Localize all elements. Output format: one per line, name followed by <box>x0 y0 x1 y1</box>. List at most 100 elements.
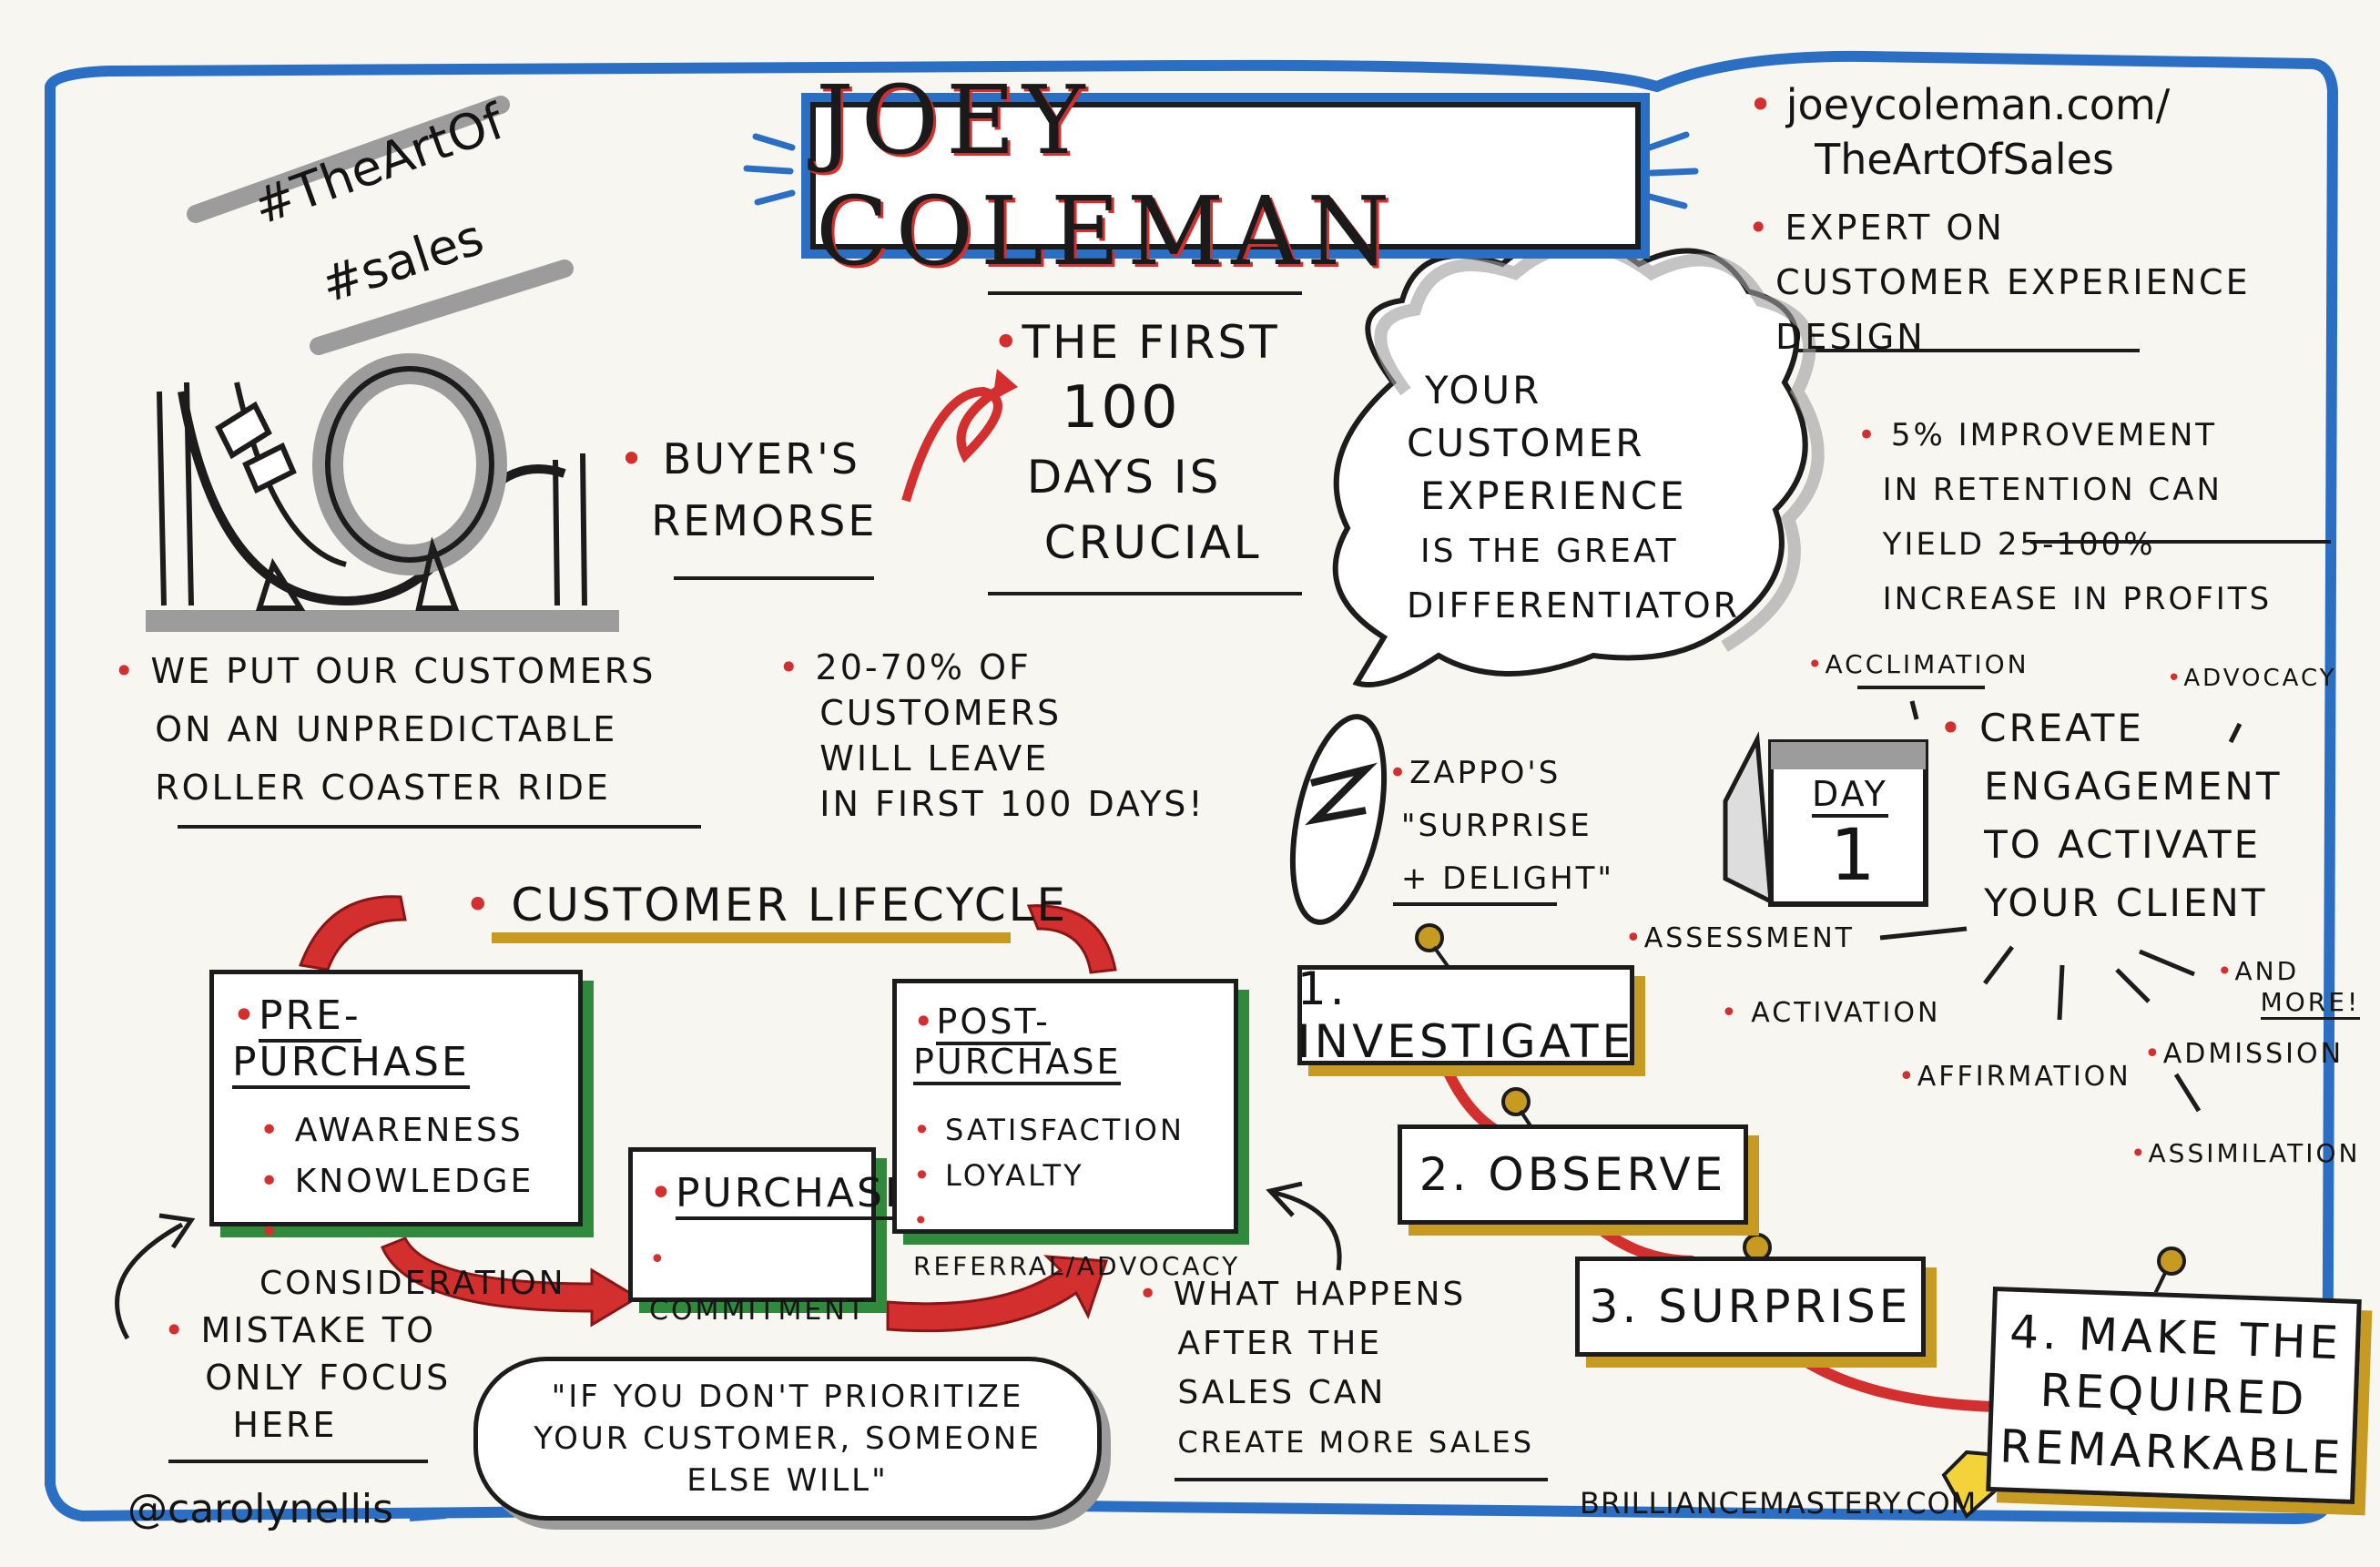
underlines <box>168 291 2331 1481</box>
zappos-line-3: + DELIGHT" <box>1400 860 1615 897</box>
stage-affirmation: •AFFIRMATION <box>1898 1061 2131 1093</box>
retention-line-1: 5% IMPROVEMENT <box>1890 417 2218 453</box>
cloud-message: YOUR CUSTOMER EXPERIENCE IS THE GREAT DI… <box>1407 364 1740 632</box>
post-purchase-heading: •POST-PURCHASE <box>913 1002 1234 1085</box>
step-surprise: 3. SURPRISE <box>1575 1257 1926 1357</box>
website-link[interactable]: • joeycoleman.com/ TheArtOfSales <box>1748 80 2171 184</box>
step-investigate: 1. INVESTIGATE <box>1297 962 1635 1068</box>
pre-purchase-box: •PRE-PURCHASE AWARENESS KNOWLEDGE CONSID… <box>209 970 583 1302</box>
after-sales-line-2: AFTER THE <box>1177 1325 1383 1362</box>
after-sales-line-3: SALES CAN <box>1177 1374 1387 1411</box>
first100-line-4: CRUCIAL <box>1043 516 1262 569</box>
title-burst-lines <box>743 131 1699 209</box>
pre-purchase-item: KNOWLEDGE <box>259 1156 578 1207</box>
first-100-days-note: •THE FIRST 100 DAYS IS CRUCIAL <box>992 316 1280 569</box>
retention-line-3: YIELD 25-100% <box>1882 526 2156 563</box>
purchase-heading: •PURCHASE <box>649 1170 913 1220</box>
expert-line-1: EXPERT ON <box>1785 208 2005 248</box>
cloud-line-5: DIFFERENTIATOR <box>1407 585 1741 626</box>
roller-coaster-illustration <box>146 353 619 632</box>
expert-note: • EXPERT ON CUSTOMER EXPERIENCE DESIGN <box>1748 208 2251 357</box>
hashtag-bar-top <box>187 96 510 223</box>
calendar-icon <box>1723 731 1928 907</box>
mistake-line-2: ONLY FOCUS <box>205 1358 452 1398</box>
retention-stat: • 5% IMPROVEMENT IN RETENTION CAN YIELD … <box>1857 417 2273 617</box>
stage-acclimation: •ACCLIMATION <box>1807 649 2029 679</box>
website-link-line-2: TheArtOfSales <box>1815 135 2114 184</box>
engagement-burst-lines <box>1879 700 2243 1113</box>
roller-line-2: ON AN UNPREDICTABLE <box>155 709 618 749</box>
leave-line-3: WILL LEAVE <box>819 738 1050 778</box>
calendar-day-number: 1 <box>1830 815 1876 897</box>
cloud-line-4: IS THE GREAT <box>1420 533 1679 570</box>
retention-line-2: IN RETENTION CAN <box>1882 472 2222 508</box>
roller-line-1: WE PUT OUR CUSTOMERS <box>150 651 656 691</box>
retention-line-4: INCREASE IN PROFITS <box>1882 581 2273 617</box>
quote-line-2: YOUR CUSTOMER, SOMEONE <box>534 1420 1042 1457</box>
engagement-line-4: YOUR CLIENT <box>1984 880 2268 925</box>
stage-activation: • ACTIVATION <box>1721 997 1941 1029</box>
buyers-remorse-note: • BUYER'S REMORSE <box>619 434 878 545</box>
pointer-arrows <box>115 1181 1342 1340</box>
post-purchase-box: •POST-PURCHASE SATISFACTION LOYALTY REFE… <box>892 979 1238 1281</box>
footprint-icon <box>1289 714 1388 925</box>
after-sales-line-1: WHAT HAPPENS <box>1173 1276 1467 1313</box>
post-purchase-item: SATISFACTION <box>913 1107 1234 1153</box>
expert-line-2: CUSTOMER EXPERIENCE <box>1775 262 2251 302</box>
after-sales-line-4: CREATE MORE SALES <box>1177 1425 1535 1460</box>
engagement-line-2: ENGAGEMENT <box>1984 764 2283 809</box>
pre-purchase-item: AWARENESS <box>259 1105 578 1156</box>
quote-line-1: "IF YOU DON'T PRIORITIZE <box>551 1379 1024 1415</box>
stage-assimilation: •ASSIMILATION <box>2131 1138 2361 1168</box>
after-sales-note: • WHAT HAPPENS AFTER THE SALES CAN CREAT… <box>1138 1276 1535 1460</box>
engagement-line-1: CREATE <box>1979 706 2144 750</box>
step-make-remarkable: 4. MAKE THE REQUIRED REMARKABLE <box>1986 1287 2362 1504</box>
lifecycle-title: • CUSTOMER LIFECYCLE <box>464 879 1069 931</box>
remorse-line-2: REMORSE <box>651 496 878 545</box>
calendar-day-label: DAY <box>1812 774 1888 818</box>
mistake-line-3: HERE <box>232 1405 338 1445</box>
remorse-line-1: BUYER'S <box>662 434 860 483</box>
step4-line-3: REMARKABLE <box>1999 1419 2345 1485</box>
credit-left-underline <box>409 1513 447 1521</box>
cloud-line-2: CUSTOMER <box>1407 421 1645 465</box>
cloud-line-3: EXPERIENCE <box>1420 473 1687 518</box>
website-link-line-1: joeycoleman.com/ <box>1785 80 2171 129</box>
purchase-item: COMMITMENT <box>649 1235 871 1337</box>
cloud-line-1: YOUR <box>1425 368 1542 412</box>
first100-line-1: THE FIRST <box>1022 316 1280 369</box>
stage-advocacy: •ADVOCACY <box>2167 665 2337 692</box>
remorse-to-100-arrow <box>901 378 1013 503</box>
pre-purchase-heading: •PRE-PURCHASE <box>232 992 578 1089</box>
quote-bubble: "IF YOU DON'T PRIORITIZE YOUR CUSTOMER, … <box>473 1357 1102 1521</box>
pre-purchase-item: CONSIDERATION <box>259 1207 578 1309</box>
engagement-line-3: TO ACTIVATE <box>1984 822 2262 867</box>
first100-line-2: 100 <box>1061 374 1181 442</box>
leave-line-4: IN FIRST 100 DAYS! <box>819 784 1205 824</box>
post-purchase-item: REFERRAL/ADVOCACY <box>913 1198 1237 1289</box>
step4-line-1: 4. MAKE THE <box>2009 1305 2344 1370</box>
stage-admission: •ADMISSION <box>2144 1038 2344 1070</box>
engagement-note: • CREATE ENGAGEMENT TO ACTIVATE YOUR CLI… <box>1939 706 2283 925</box>
step4-line-2: REQUIRED <box>2039 1363 2309 1427</box>
post-purchase-item: LOYALTY <box>913 1153 1234 1198</box>
mistake-note: • MISTAKE TO ONLY FOCUS HERE <box>164 1310 452 1445</box>
zappos-line-1: ZAPPO'S <box>1409 755 1561 791</box>
expert-line-3: DESIGN <box>1775 317 1926 357</box>
roller-coaster-note: • WE PUT OUR CUSTOMERS ON AN UNPREDICTAB… <box>114 651 656 808</box>
leave-line-1: 20-70% OF <box>815 647 1032 687</box>
stage-and-more: •AND MORE! <box>2217 956 2361 1020</box>
zappos-note: •ZAPPO'S "SURPRISE + DELIGHT" <box>1388 755 1615 897</box>
cloud-shape <box>1332 234 1808 687</box>
brilliance-mastery-credit[interactable]: BRILLIANCEMASTERY.COM <box>1580 1486 1978 1521</box>
first100-line-3: DAYS IS <box>1026 451 1222 504</box>
step-observe: 2. OBSERVE <box>1398 1124 1748 1225</box>
mistake-line-1: MISTAKE TO <box>200 1310 437 1350</box>
purchase-box: •PURCHASE COMMITMENT <box>628 1147 913 1327</box>
title-banner: JOEY COLEMAN <box>810 65 1641 287</box>
page-title: JOEY COLEMAN <box>816 65 1398 287</box>
hashtag-bar-bottom <box>310 259 574 355</box>
roller-line-3: ROLLER COASTER RIDE <box>155 768 611 808</box>
quote-line-3: ELSE WILL" <box>687 1462 889 1499</box>
leave-line-2: CUSTOMERS <box>819 693 1063 733</box>
